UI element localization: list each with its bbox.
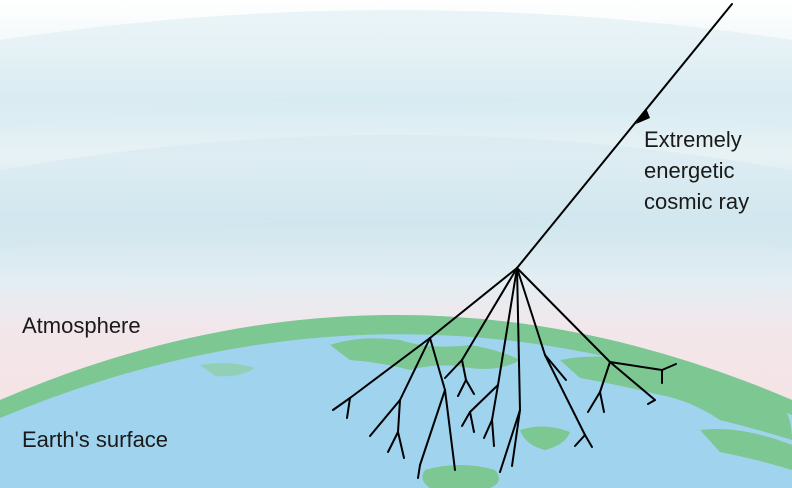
earth-surface-label: Earth's surface: [22, 427, 169, 452]
cosmic-ray: [516, 3, 733, 269]
land-mass: [200, 363, 255, 377]
cosmic-ray-label-line-2: energetic: [644, 158, 735, 183]
cosmic-ray-arrowhead: [636, 108, 650, 124]
particle-shower: [332, 267, 677, 479]
sky-band-upper: [0, 10, 792, 130]
land-mass: [330, 338, 520, 370]
land-mass: [520, 426, 570, 450]
cosmic-ray-label: Extremely energetic cosmic ray: [644, 124, 749, 217]
land-mass: [560, 356, 792, 440]
earth-horizon-land: [0, 315, 792, 418]
land-mass: [422, 465, 499, 488]
atmosphere-label: Atmosphere: [22, 313, 141, 338]
cosmic-ray-label-line-1: Extremely: [644, 127, 742, 152]
cosmic-ray-label-line-3: cosmic ray: [644, 189, 750, 214]
land-mass: [700, 429, 792, 470]
sky-band-middle: [0, 135, 792, 250]
cosmic-ray-path: [516, 3, 733, 269]
